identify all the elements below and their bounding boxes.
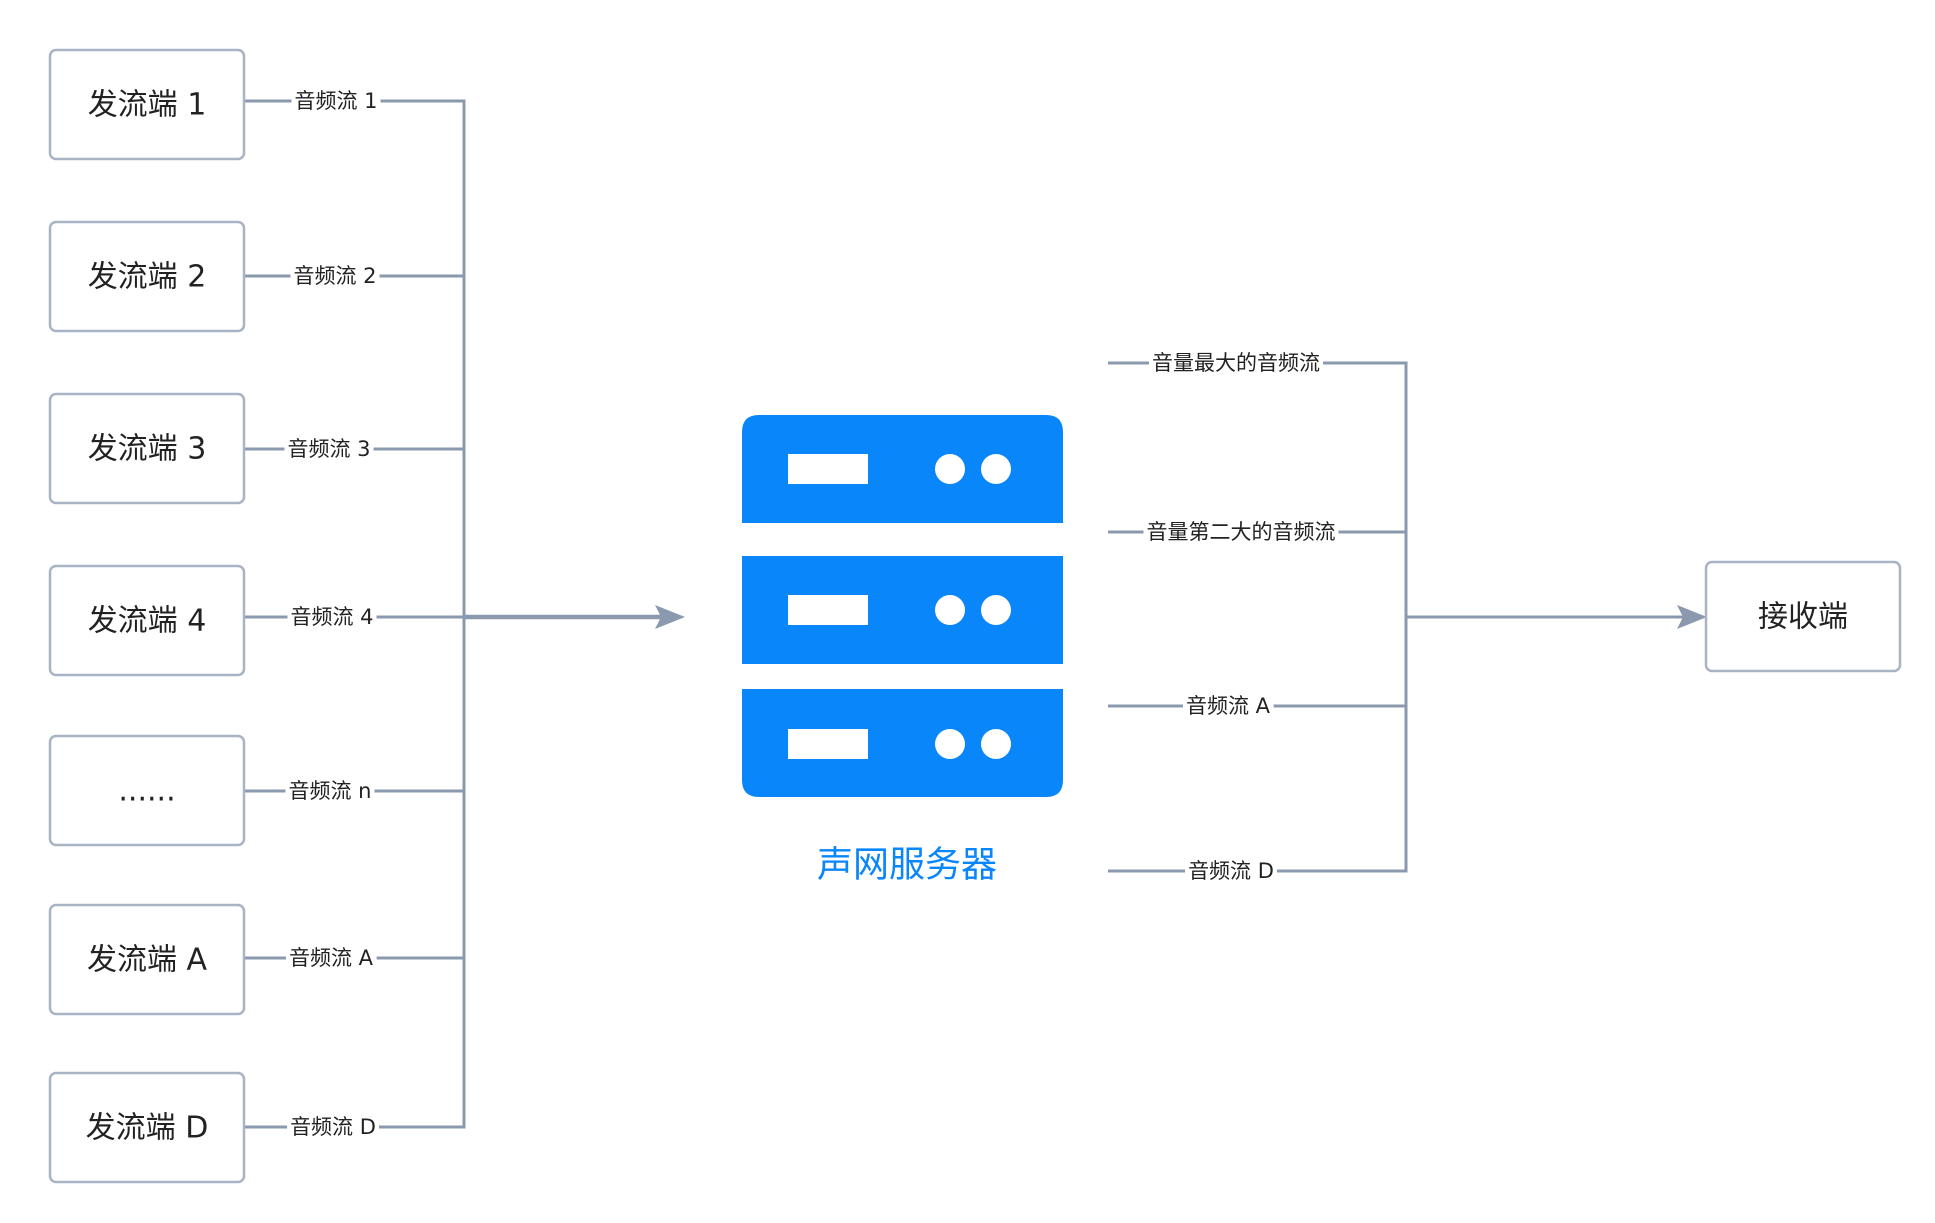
sender-box: 发流端 3 (48, 392, 246, 505)
sender-label: 发流端 D (86, 1111, 209, 1146)
sender-box: 发流端 2 (48, 220, 246, 333)
server-unit-top (742, 415, 1063, 523)
server-led (935, 595, 965, 625)
server-led (935, 729, 965, 759)
server-unit-bottom (742, 689, 1063, 797)
sender-box: 发流端 4 (48, 564, 246, 677)
label-gap-mask (1143, 519, 1339, 545)
sender-label: 发流端 A (87, 943, 208, 978)
stream-label: 音频流 A (289, 946, 374, 970)
to-server-arrow (464, 605, 685, 629)
sender-label: 发流端 2 (88, 260, 207, 295)
server-slot (788, 729, 868, 759)
output-stream-labels: 音量最大的音频流 音量第二大的音频流 音频流 A 音频流 D (1143, 350, 1339, 884)
label-gap-mask (1182, 693, 1274, 719)
stream-label: 音频流 n (289, 779, 372, 803)
stream-label: 音频流 D (1188, 859, 1274, 883)
server-slot (788, 595, 868, 625)
label-gap-mask (285, 778, 375, 804)
sender-box: ...... (48, 734, 246, 847)
server-led (981, 454, 1011, 484)
receiver-label: 接收端 (1758, 600, 1848, 635)
stream-label: 音频流 A (1186, 694, 1271, 718)
to-server-arrow-head (655, 605, 685, 629)
sender-box: 发流端 A (48, 903, 246, 1016)
label-gap-mask (284, 436, 374, 462)
sender-label: 发流端 3 (88, 432, 207, 467)
stream-label: 音频流 D (290, 1115, 376, 1139)
server-label: 声网服务器 (817, 845, 997, 886)
label-gap-mask (287, 1114, 379, 1140)
receiver-box: 接收端 (1704, 560, 1902, 673)
stream-label: 音频流 2 (293, 264, 376, 288)
sender-label: 发流端 4 (88, 604, 207, 639)
stream-label: 音频流 3 (287, 437, 370, 461)
server-icon (742, 415, 1063, 797)
label-gap-mask (291, 88, 381, 114)
to-receiver-arrow (1406, 605, 1707, 629)
stream-label: 音量第二大的音频流 (1147, 520, 1336, 544)
sender-stream-labels: 音频流 1 音频流 2 音频流 3 音频流 4 音频流 n 音频流 A 音频流 … (284, 88, 381, 1140)
stream-label: 音频流 1 (294, 89, 377, 113)
label-gap-mask (290, 263, 380, 289)
label-gap-mask (1149, 350, 1323, 376)
sender-box: 发流端 D (48, 1071, 246, 1184)
stream-label: 音量最大的音频流 (1152, 351, 1320, 375)
sender-label: 发流端 1 (88, 88, 207, 123)
label-gap-mask (285, 945, 377, 971)
sender-label: ...... (118, 774, 175, 809)
server-led (981, 595, 1011, 625)
label-gap-mask (1185, 858, 1277, 884)
stream-label: 音频流 4 (290, 605, 373, 629)
server-led (935, 454, 965, 484)
sender-box: 发流端 1 (48, 48, 246, 161)
server-led (981, 729, 1011, 759)
server-slot (788, 454, 868, 484)
to-receiver-arrow-head (1677, 605, 1707, 629)
label-gap-mask (287, 604, 377, 630)
output-connectors (1108, 361, 1408, 873)
